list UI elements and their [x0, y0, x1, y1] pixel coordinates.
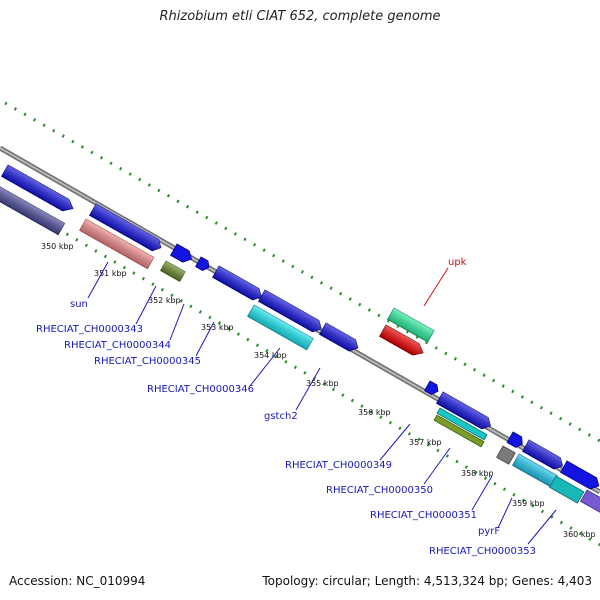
gene-bar — [247, 304, 314, 351]
gene-bar — [0, 183, 66, 236]
gene-label-345: RHECIAT_CH0000345 — [94, 356, 201, 367]
gene-arrow-red — [379, 324, 424, 356]
gene-label-349: RHECIAT_CH0000349 — [285, 460, 392, 471]
kbp-label: 353 kbp — [201, 323, 234, 332]
gene-bar — [436, 407, 488, 441]
gene-arrow — [560, 460, 600, 490]
kbp-label: 356 kbp — [358, 408, 391, 417]
gene-label-sun: sun — [70, 299, 88, 310]
kbp-label: 359 kbp — [512, 499, 545, 508]
kbp-label: 358 kbp — [461, 469, 494, 478]
gene-label-346: RHECIAT_CH0000346 — [147, 384, 254, 395]
gene-arrow — [522, 439, 564, 470]
leader-lines — [87, 261, 557, 545]
gene-arrow — [319, 322, 359, 352]
gene-label-353: RHECIAT_CH0000353 — [429, 546, 536, 557]
gene-arrow — [195, 256, 210, 271]
gene-arrow — [436, 391, 492, 430]
topology-text: Topology: circular; Length: 4,513,324 bp… — [262, 574, 592, 588]
kbp-label: 355 kbp — [306, 379, 339, 388]
gene-label-upk: upk — [448, 257, 467, 268]
gene-arrow — [170, 243, 192, 263]
gene-arrow — [506, 431, 523, 448]
kbp-label: 354 kbp — [254, 351, 287, 360]
gene-arrow — [258, 289, 322, 333]
kbp-label: 352 kbp — [148, 296, 181, 305]
gene-label-pyrF: pyrF — [478, 526, 500, 537]
gene-features — [0, 164, 600, 517]
gene-bar — [433, 414, 485, 448]
kbp-labels: 350 kbp 351 kbp 352 kbp 353 kbp 354 kbp … — [41, 242, 596, 539]
gene-arrow — [89, 203, 162, 252]
gene-bar — [496, 445, 516, 465]
gene-bar-upk — [387, 307, 435, 343]
gene-label-gstch2: gstch2 — [264, 411, 298, 422]
accession-text: Accession: NC_010994 — [9, 574, 146, 588]
gene-label-351: RHECIAT_CH0000351 — [370, 510, 477, 521]
gene-labels: sun RHECIAT_CH0000343 RHECIAT_CH0000344 … — [36, 257, 536, 557]
gene-bar — [79, 218, 155, 270]
gene-arrow — [212, 265, 262, 301]
outer-tick-track — [4, 101, 600, 443]
gene-arrow — [1, 164, 74, 212]
kbp-label: 360 kbp — [563, 530, 596, 539]
gene-label-343: RHECIAT_CH0000343 — [36, 324, 143, 335]
gene-bar — [580, 489, 600, 517]
gene-arrow — [424, 380, 439, 395]
gene-bar — [549, 475, 585, 504]
kbp-label: 351 kbp — [94, 269, 127, 278]
gene-label-344: RHECIAT_CH0000344 — [64, 340, 171, 351]
gene-bar — [160, 260, 186, 282]
map-title: Rhizobium etli CIAT 652, complete genome — [159, 9, 441, 24]
kbp-label: 350 kbp — [41, 242, 74, 251]
kbp-label: 357 kbp — [409, 438, 442, 447]
gene-label-350: RHECIAT_CH0000350 — [326, 485, 433, 496]
inner-tick-track — [0, 193, 600, 547]
